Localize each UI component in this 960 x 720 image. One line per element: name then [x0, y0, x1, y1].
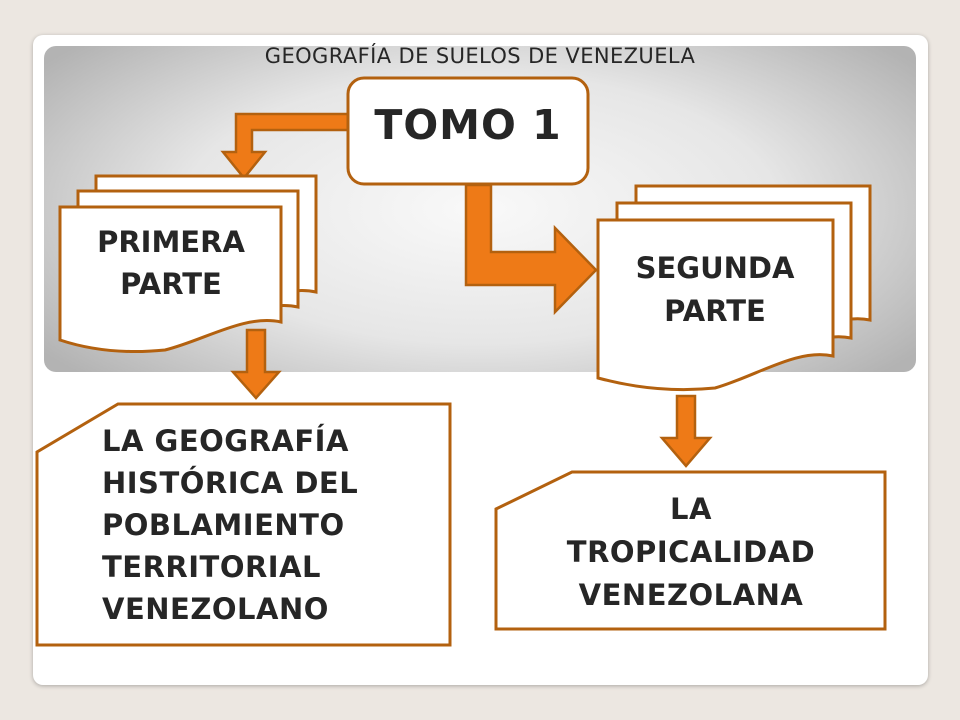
tomo-box — [346, 76, 590, 186]
primera-parte-document — [58, 174, 318, 354]
tropicalidad-card — [494, 470, 887, 631]
segunda-parte-document — [596, 184, 872, 392]
topic-line: VENEZOLANA — [578, 578, 804, 612]
topic-line: HISTÓRICA DEL — [102, 466, 359, 500]
topic-line: VENEZOLANO — [102, 592, 329, 626]
page-title: GEOGRAFÍA DE SUELOS DE VENEZUELA — [264, 44, 696, 68]
arrow-tomo-to-segunda — [464, 183, 598, 316]
segunda-parte-line: PARTE — [664, 294, 766, 328]
primera-parte-label: PRIMERA PARTE — [60, 221, 282, 305]
primera-parte-line: PARTE — [120, 267, 222, 301]
arrow-segunda-to-topic — [659, 394, 713, 468]
geografia-historica-card — [35, 402, 452, 647]
topic-line: POBLAMIENTO — [102, 508, 345, 542]
arrow-primera-to-topic — [230, 328, 282, 400]
tropicalidad-text: LA TROPICALIDAD VENEZOLANA — [497, 488, 885, 617]
topic-line: LA GEOGRAFÍA — [102, 424, 349, 458]
tomo-label: TOMO 1 — [374, 101, 562, 149]
topic-line: LA — [670, 492, 712, 526]
segunda-parte-label: SEGUNDA PARTE — [598, 247, 832, 333]
topic-line: TROPICALIDAD — [566, 535, 816, 569]
geografia-historica-text: LA GEOGRAFÍA HISTÓRICA DEL POBLAMIENTO T… — [102, 420, 452, 630]
topic-line: TERRITORIAL — [102, 550, 322, 584]
primera-parte-line: PRIMERA — [97, 225, 245, 259]
arrow-tomo-to-primera — [220, 112, 352, 180]
segunda-parte-line: SEGUNDA — [635, 251, 795, 285]
